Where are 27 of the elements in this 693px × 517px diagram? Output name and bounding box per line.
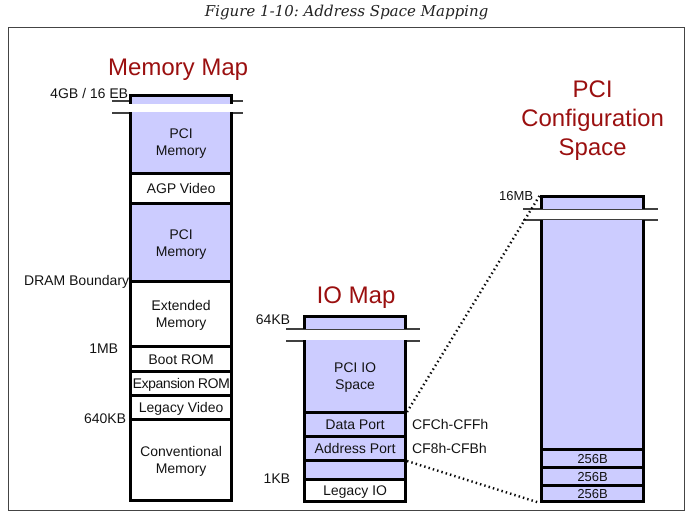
map-heading: Memory Map	[106, 53, 250, 82]
memory-region-block: AGP Video	[129, 172, 233, 205]
mapping-line	[406, 460, 540, 504]
memory-region-block: PCI IO Space	[303, 340, 407, 414]
address-label: 16MB	[499, 188, 533, 203]
memory-region-block	[540, 195, 645, 209]
memory-region-block: Extended Memory	[129, 280, 233, 348]
memory-region-block: Conventional Memory	[129, 418, 233, 502]
address-label: 64KB	[256, 311, 290, 327]
memory-region-block	[303, 315, 407, 329]
memory-region-block: Legacy IO	[303, 478, 407, 503]
map-heading: IO Map	[316, 281, 396, 310]
address-label: CF8h-CFBh	[412, 440, 487, 456]
memory-region-block: PCI Memory	[129, 202, 233, 283]
address-label: 1KB	[264, 470, 290, 486]
memory-region-block: PCI Memory	[129, 112, 233, 175]
address-label: DRAM Boundary	[24, 272, 129, 288]
address-label: 4GB / 16 EB	[50, 85, 128, 101]
address-label: 1MB	[89, 340, 118, 356]
address-label: 640KB	[84, 410, 126, 426]
memory-region-block: 256B	[540, 484, 645, 503]
memory-region-block	[540, 220, 645, 451]
figure-title: Figure 1-10: Address Space Mapping	[204, 2, 490, 20]
memory-region-block	[129, 94, 233, 104]
mapping-line	[406, 194, 542, 413]
map-heading: PCI Configuration Space	[520, 75, 665, 162]
address-label: CFCh-CFFh	[412, 416, 488, 432]
